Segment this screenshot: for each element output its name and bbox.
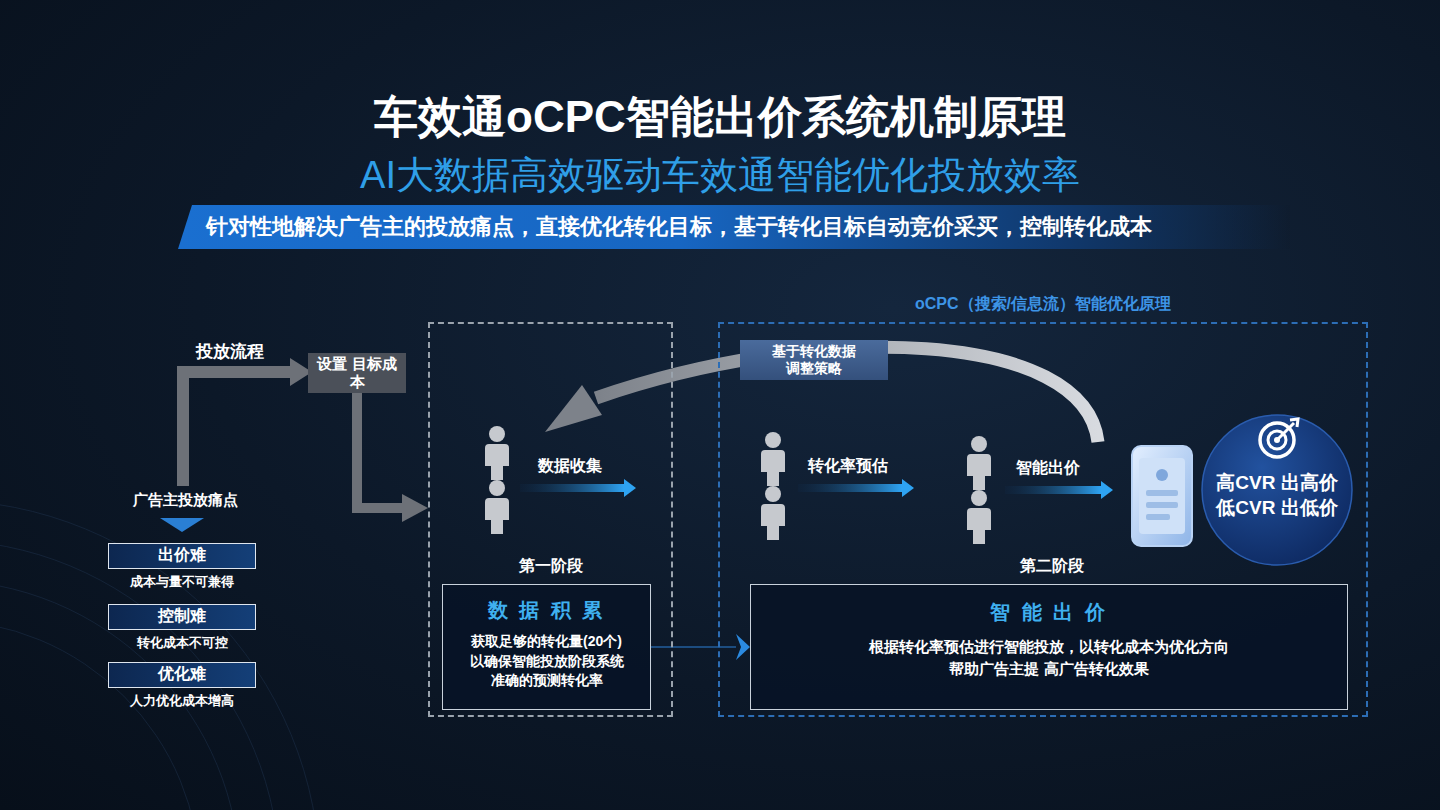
title: 车效通oCPC智能出价系统机制原理 [0,88,1440,147]
node-body: 根据转化率预估进行智能投放，以转化成本为优化方向 帮助广告主提 高广告转化效果 [863,636,1235,680]
pointer-triangle [160,518,204,532]
flow-arrows [520,479,1113,499]
node-heading: 第一阶段 [430,556,671,577]
step-label: 转化率预估 [808,456,888,477]
phone-icon [1132,446,1192,546]
node-heading: 控制难 [108,604,256,630]
node-heading: 基于转化数据 调整策略 [768,343,860,378]
node-heading: 智 能 出 价 [990,599,1108,626]
process-box: 设置 目标成本 [308,353,406,393]
pain-point-box: 控制难转化成本不可控 [108,604,256,652]
target-circle [1202,415,1352,565]
pain-label: 广告主投放痛点 [112,491,258,510]
stage-box: 智 能 出 价根据转化率预估进行智能投放，以转化成本为优化方向 帮助广告主提 高… [750,584,1348,710]
background-arcs [0,500,320,810]
node-body: 获取足够的转化量(20个) 以确保智能投放阶段系统 准确的预测转化率 [464,632,630,691]
subtitle: AI大数据高效驱动车效通智能优化投放效率 [220,150,1220,201]
person-icons [485,426,991,544]
node-heading: 高CVR 出高价 低CVR 出低价 [1211,471,1343,520]
stage-region: oCPC（搜索/信息流）智能优化原理第二阶段基于转化数据 调整策略高CVR 出高… [718,322,1368,717]
pain-point-box: 优化难人力优化成本增高 [108,662,256,710]
step-label: 智能出价 [1016,458,1080,479]
stage-region: 第一阶段数 据 积 累获取足够的转化量(20个) 以确保智能投放阶段系统 准确的… [428,322,673,717]
stage-connector [651,646,736,648]
strategy-box: 基于转化数据 调整策略 [740,340,888,380]
node-body: 转化成本不可控 [137,634,228,652]
node-heading: 出价难 [108,543,256,569]
node-heading: 优化难 [108,662,256,688]
flow-connector [357,393,402,508]
flow-label: 投放流程 [196,340,264,363]
banner: 针对性地解决广告主的投放痛点，直接优化转化目标，基于转化目标自动竞价采买，控制转… [178,205,1290,249]
node-heading: 设置 目标成本 [314,355,400,391]
step-label: 数据收集 [538,456,602,477]
node-body: 第二阶段 [952,556,1152,577]
node-heading: 数 据 积 累 [488,597,606,624]
pain-point-box: 出价难成本与量不可兼得 [108,543,256,591]
node-heading: 针对性地解决广告主的投放痛点，直接优化转化目标，基于转化目标自动竞价采买，控制转… [206,212,1152,242]
bid-circle: 高CVR 出高价 低CVR 出低价 [1202,415,1352,565]
process-arrow [183,358,312,486]
node-body: 成本与量不可兼得 [130,573,234,591]
node-body: 人力优化成本增高 [130,692,234,710]
stage-box: 数 据 积 累获取足够的转化量(20个) 以确保智能投放阶段系统 准确的预测转化… [442,584,651,710]
node-heading: oCPC（搜索/信息流）智能优化原理 [720,294,1366,315]
